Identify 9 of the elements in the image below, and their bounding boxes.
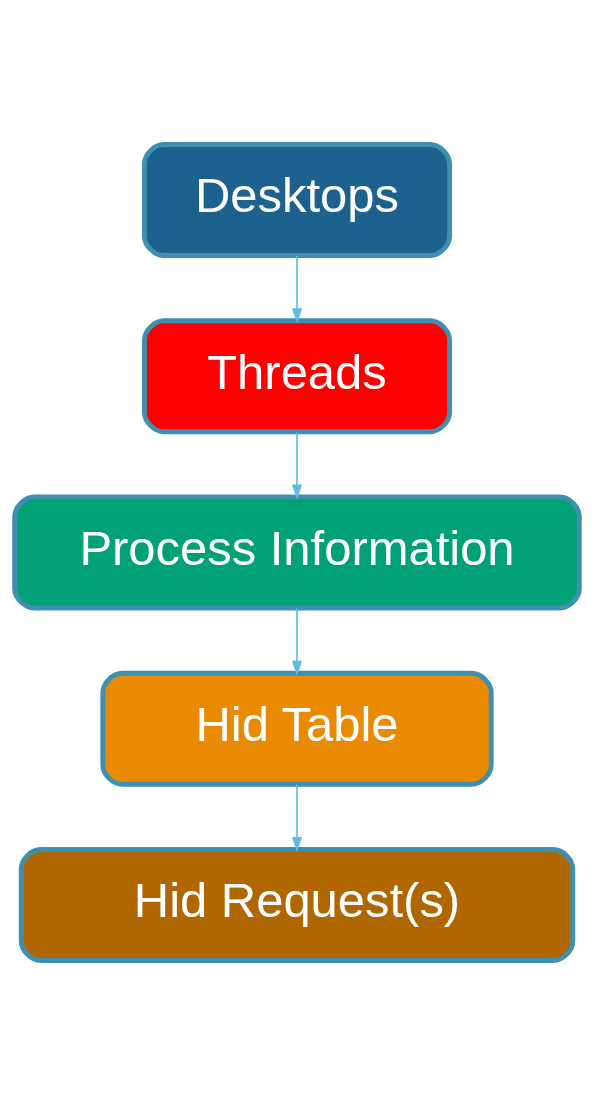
node-box: Desktops xyxy=(141,142,453,258)
arrow xyxy=(291,255,303,324)
node-box: Hid Table xyxy=(100,670,494,787)
node-box: Process Information xyxy=(12,494,582,611)
arrow xyxy=(291,783,303,852)
node-box: Threads xyxy=(141,318,453,435)
node-box: Hid Request(s) xyxy=(18,847,576,963)
arrow xyxy=(291,431,303,500)
arrow xyxy=(291,607,303,676)
